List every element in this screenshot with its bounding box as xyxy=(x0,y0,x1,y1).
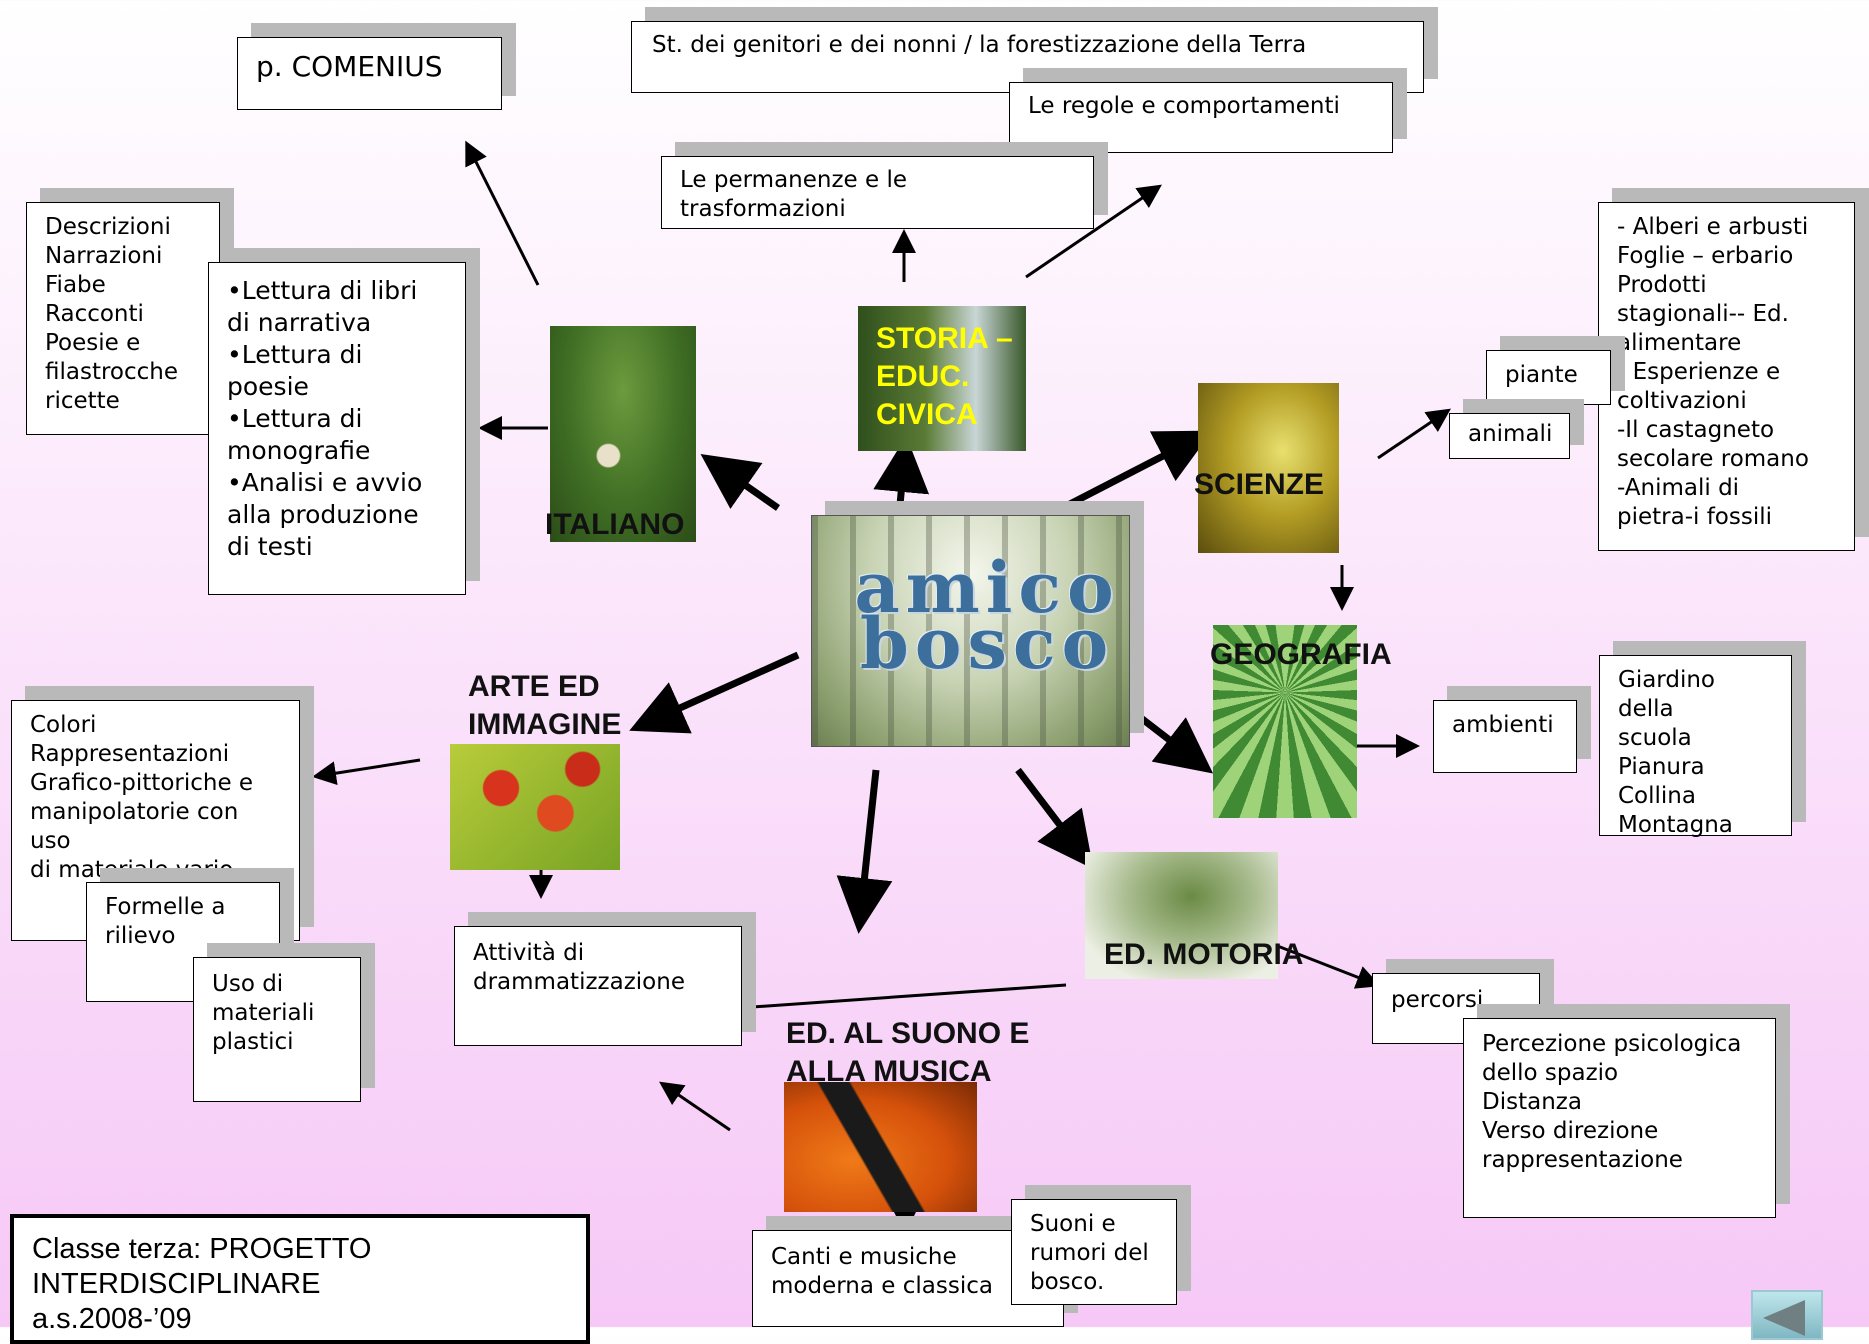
ambienti-box: ambienti xyxy=(1433,700,1577,773)
musica-image xyxy=(784,1082,977,1212)
italiano-image xyxy=(550,326,696,542)
permanenze-box: Le permanenze e le trasformazioni xyxy=(661,156,1094,229)
giardino-box: Giardino della scuola Pianura Collina Mo… xyxy=(1599,655,1792,838)
arrow-to-comenius xyxy=(465,140,540,286)
canti-text: Canti e musiche moderna e classica xyxy=(771,1244,993,1299)
regole-text: Le regole e comportamenti xyxy=(1028,93,1340,119)
arrow-motoria-to-attivita xyxy=(704,983,1067,1021)
class-info-box: Classe terza: PROGETTO INTERDISCIPLINARE… xyxy=(10,1214,590,1344)
uso-materiali-text: Uso di materiali plastici xyxy=(212,971,315,1055)
arrow-musica-up xyxy=(659,1081,731,1132)
arte-label: ARTE ED IMMAGINE xyxy=(468,670,622,741)
arrow-to-storia xyxy=(873,436,930,506)
animali-box: animali xyxy=(1449,413,1570,459)
arrow-to-motoria xyxy=(1015,767,1094,870)
arrow-to-colori xyxy=(312,758,421,786)
storia-genitori-text: St. dei genitori e dei nonni / la forest… xyxy=(652,32,1307,58)
suoni-text: Suoni e rumori del bosco. xyxy=(1030,1211,1149,1295)
comenius-box: p. COMENIUS xyxy=(237,37,502,110)
percezione-text: Percezione psicologica dello spazio Dist… xyxy=(1482,1031,1742,1173)
comenius-text: p. COMENIUS xyxy=(256,50,443,83)
giardino-text: Giardino della scuola Pianura Collina Mo… xyxy=(1618,667,1733,838)
arrow-to-italiano xyxy=(700,453,781,511)
alberi-text: - Alberi e arbusti Foglie – erbario Prod… xyxy=(1617,214,1809,530)
lettura-box: •Lettura di libri di narrativa •Lettura … xyxy=(208,262,466,595)
arrow-to-arte xyxy=(629,651,800,734)
scienze-image xyxy=(1198,383,1339,553)
uso-materiali-box: Uso di materiali plastici xyxy=(193,957,361,1102)
suoni-box: Suoni e rumori del bosco. xyxy=(1011,1199,1177,1305)
motoria-image xyxy=(1085,852,1278,979)
descrizioni-text: Descrizioni Narrazioni Fiabe Racconti Po… xyxy=(45,214,179,414)
musica-label: ED. AL SUONO E ALLA MUSICA xyxy=(786,1017,1030,1088)
back-arrow-icon xyxy=(1763,1300,1805,1336)
percezione-box: Percezione psicologica dello spazio Dist… xyxy=(1463,1018,1776,1218)
arte-image xyxy=(450,744,620,870)
descrizioni-box: Descrizioni Narrazioni Fiabe Racconti Po… xyxy=(26,202,220,435)
storia-image xyxy=(858,306,1026,451)
arrow-to-regole xyxy=(1025,184,1162,279)
motoria-label: ED. MOTORIA xyxy=(1104,938,1304,971)
lettura-text: •Lettura di libri di narrativa •Lettura … xyxy=(227,276,423,561)
permanenze-text: Le permanenze e le trasformazioni xyxy=(680,167,908,222)
regole-box: Le regole e comportamenti xyxy=(1009,82,1393,153)
center-title: amico bosco xyxy=(854,546,1120,685)
attivita-text: Attività di drammatizzazione xyxy=(473,940,685,995)
arrow-to-animali xyxy=(1377,408,1451,460)
piante-box: piante xyxy=(1486,350,1611,405)
italiano-label: ITALIANO xyxy=(545,508,685,541)
geografia-image xyxy=(1213,625,1357,818)
scienze-label: SCIENZE xyxy=(1194,468,1325,501)
alberi-box: - Alberi e arbusti Foglie – erbario Prod… xyxy=(1598,202,1855,551)
piante-text: piante xyxy=(1505,362,1578,388)
colori-text: Colori Rappresentazioni Grafico-pittoric… xyxy=(30,712,254,883)
arrow-to-scienze xyxy=(1066,430,1213,509)
percorsi-text: percorsi xyxy=(1391,987,1484,1013)
arrow-to-musica xyxy=(836,769,893,934)
attivita-box: Attività di drammatizzazione xyxy=(454,926,742,1046)
storia-genitori-box: St. dei genitori e dei nonni / la forest… xyxy=(631,21,1424,93)
animali-text: animali xyxy=(1468,421,1553,447)
ambienti-text: ambienti xyxy=(1452,712,1554,738)
percorsi-box: percorsi xyxy=(1372,973,1540,1044)
formelle-text: Formelle a rilievo xyxy=(105,894,226,949)
nav-back-button[interactable] xyxy=(1751,1290,1823,1340)
geografia-label: GEOGRAFIA xyxy=(1210,638,1392,671)
center-forest-image xyxy=(811,515,1130,747)
storia-label: STORIA – EDUC. CIVICA xyxy=(876,322,1013,431)
